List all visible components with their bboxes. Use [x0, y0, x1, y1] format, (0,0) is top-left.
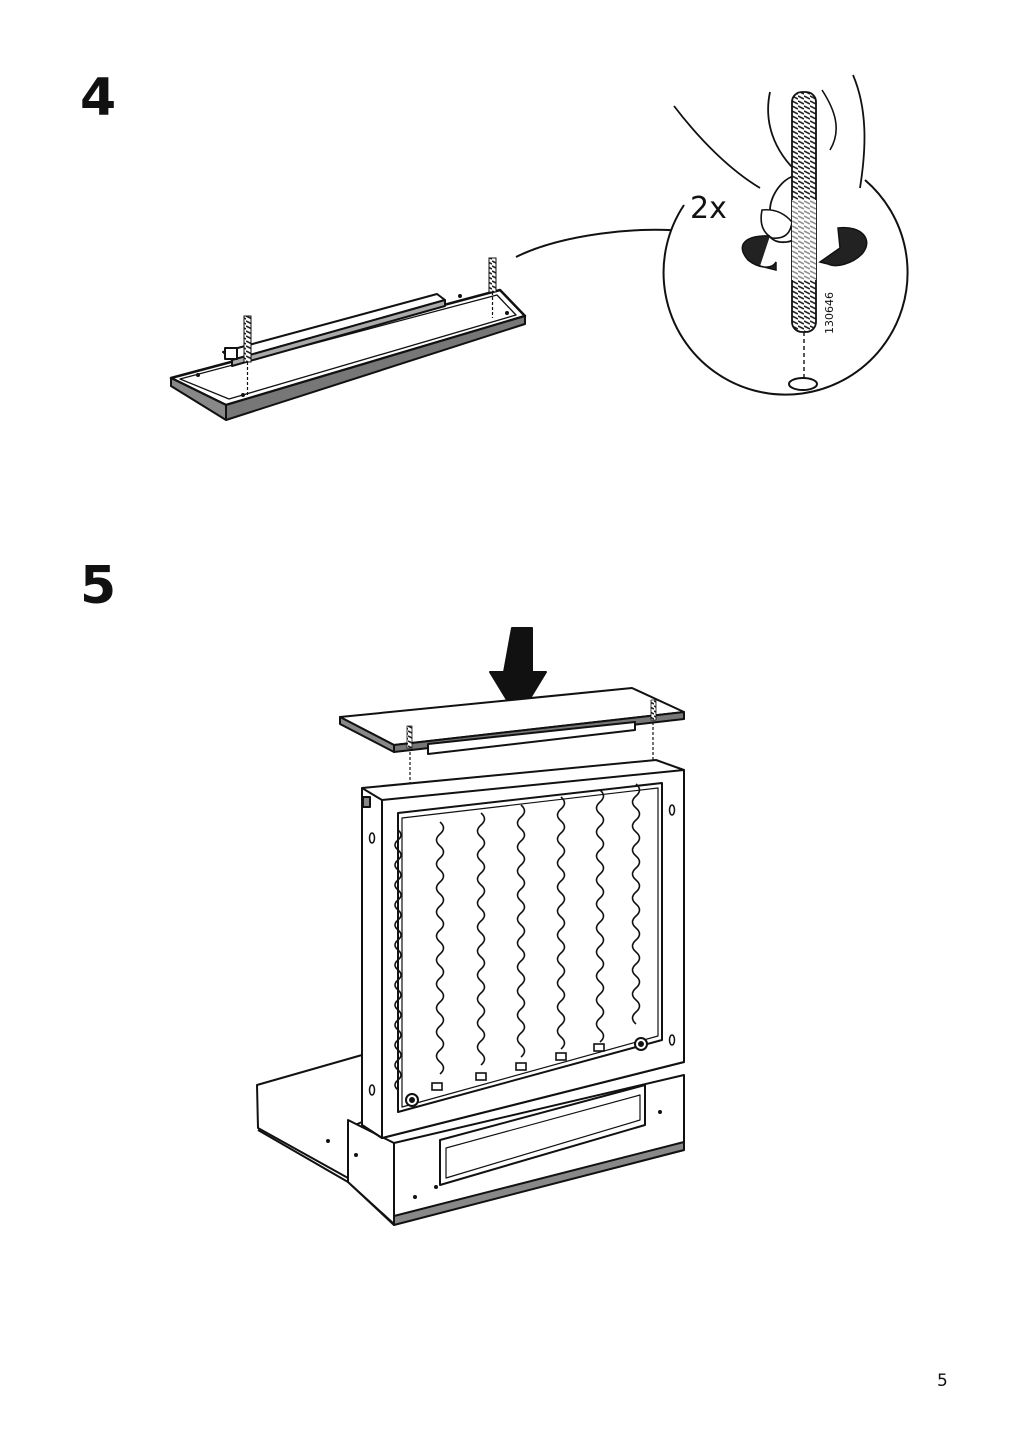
count-label: 2x — [690, 191, 727, 226]
step-5-springs — [394, 783, 641, 1091]
step-5-top-board — [339, 687, 685, 790]
step-4-screws — [243, 257, 497, 395]
callout-pointer — [515, 228, 691, 258]
step-5-back-frame — [256, 759, 685, 1226]
page-number: 5 — [937, 1371, 948, 1391]
step-4-detail-circle — [662, 74, 909, 396]
step-5-number: 5 — [80, 556, 117, 616]
step-5-arrow — [489, 627, 547, 719]
part-code: 130646 — [823, 292, 836, 334]
step-4-board-illustration — [169, 288, 527, 421]
step-4-number: 4 — [80, 68, 117, 128]
